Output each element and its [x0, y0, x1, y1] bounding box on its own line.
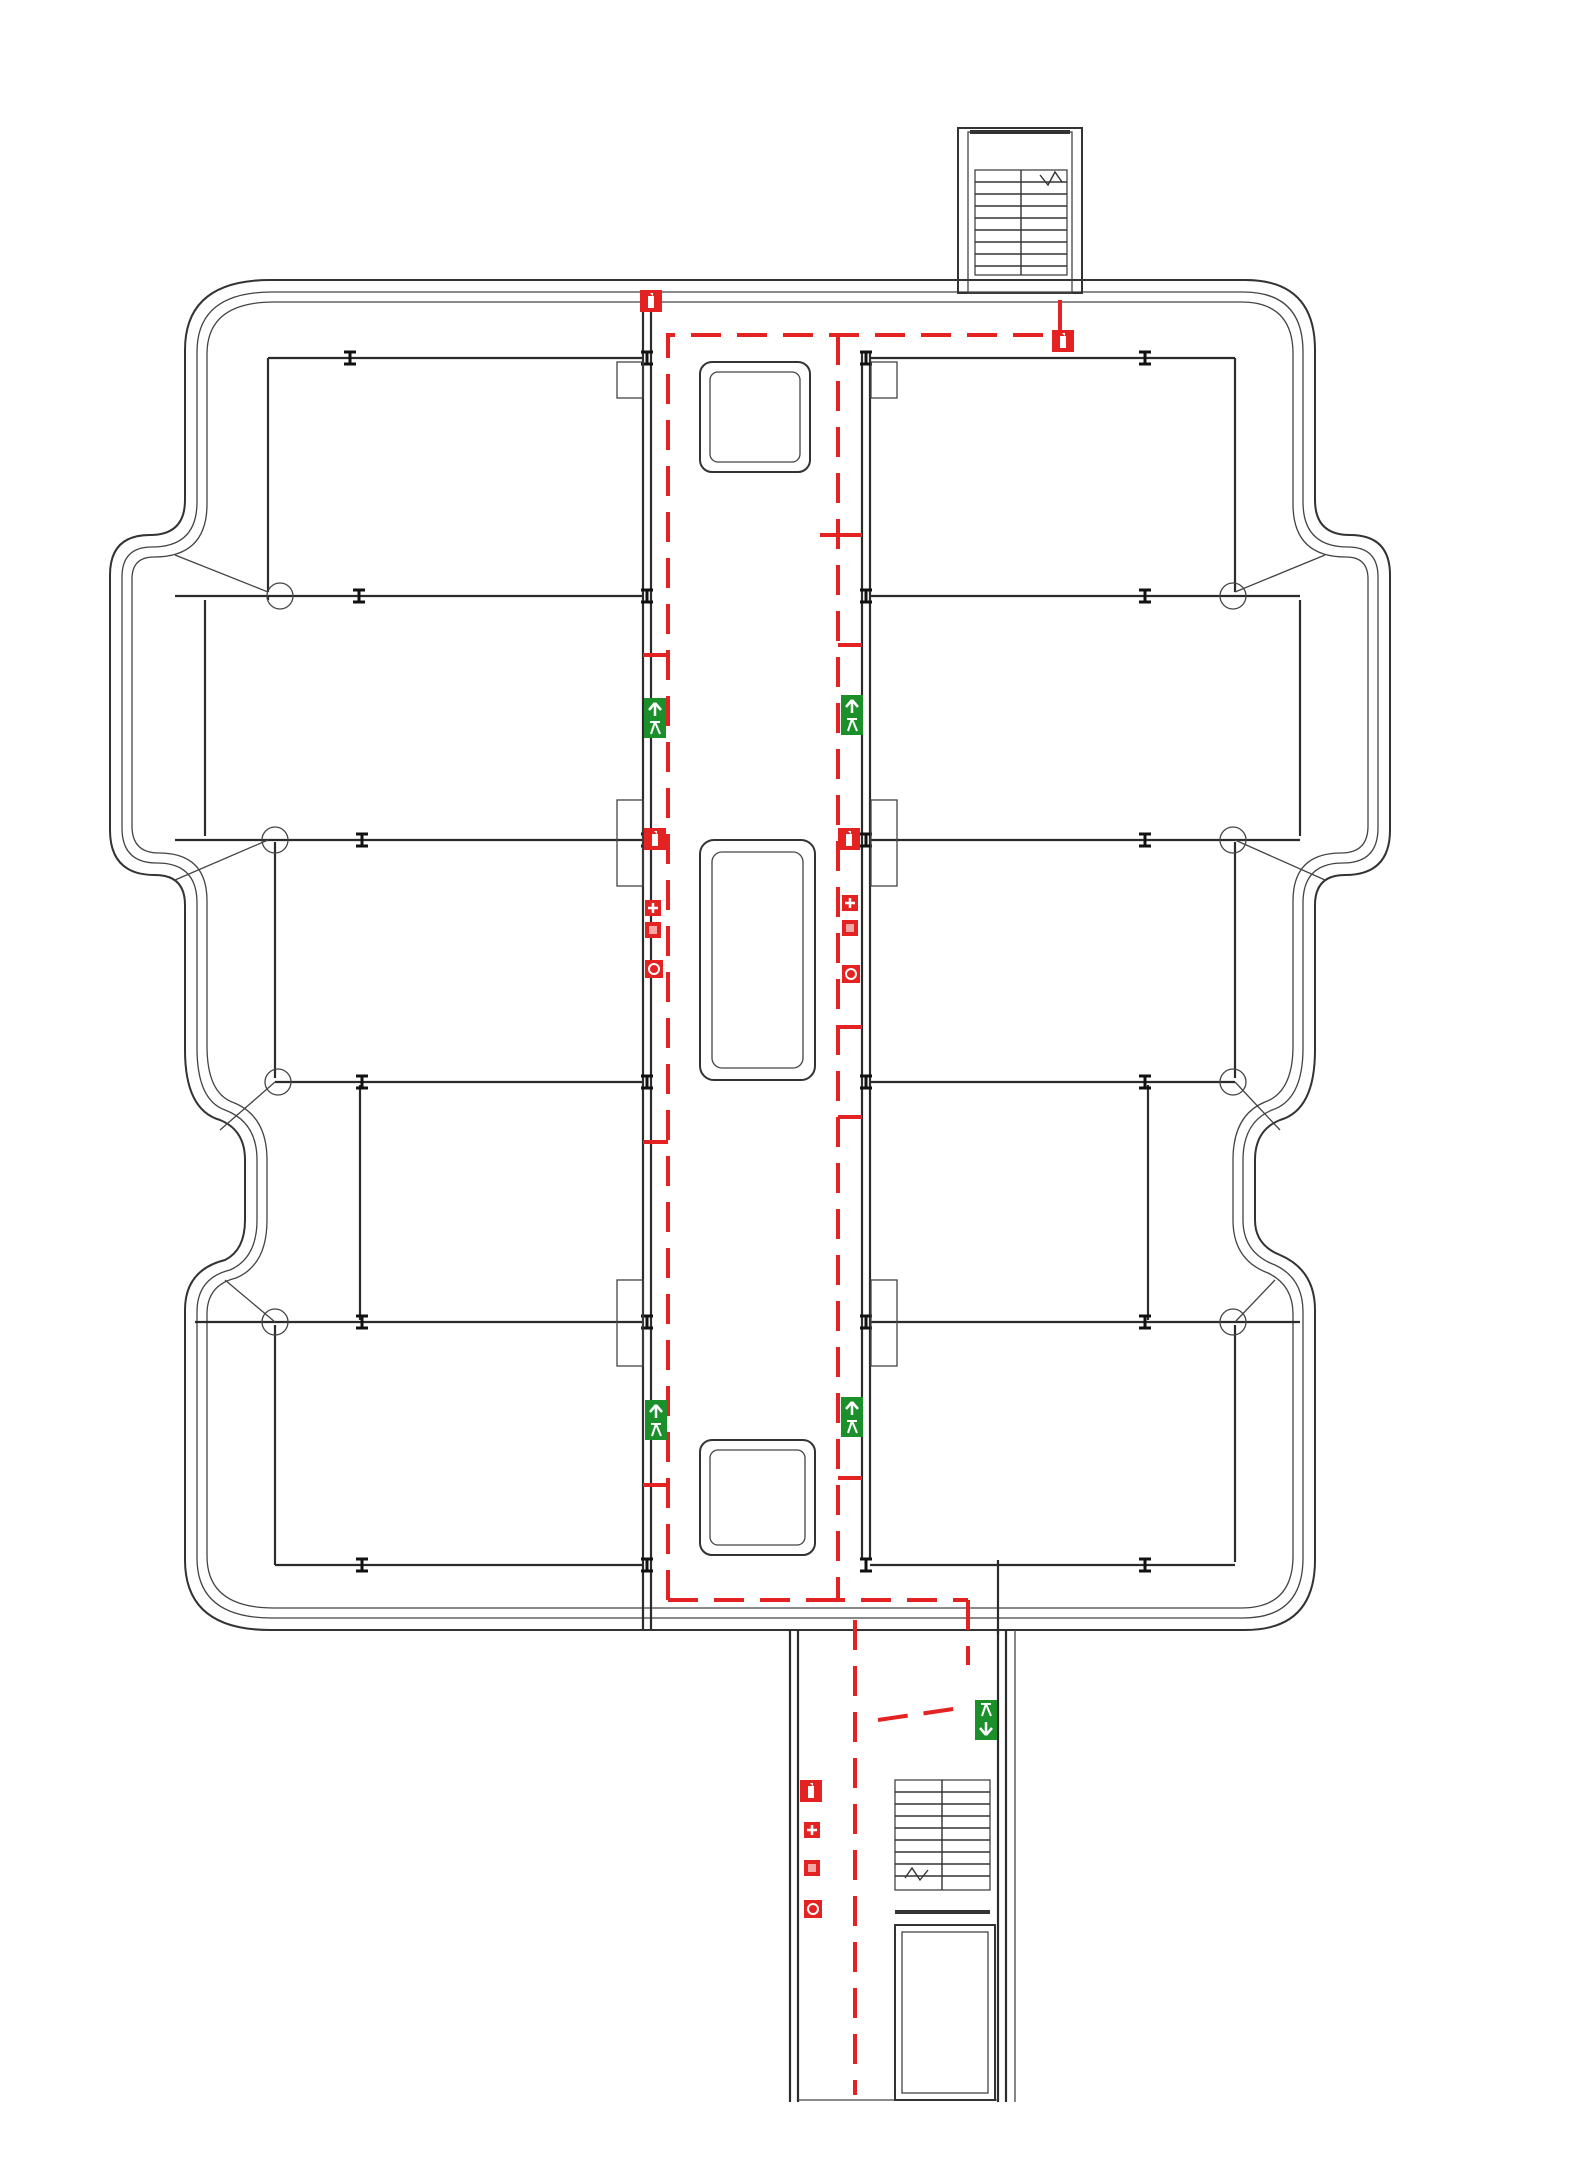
corridor-walls — [641, 292, 1000, 1635]
bottom-room — [894, 1924, 996, 2101]
evacuation-route — [643, 300, 1062, 2095]
column — [266, 582, 294, 610]
bottom-wing — [788, 1630, 1016, 2102]
column — [261, 826, 289, 854]
fire-extinguisher-icon — [800, 1780, 822, 1802]
fire-extinguisher-icon — [644, 828, 666, 850]
fire-alarm-button-icon — [645, 900, 661, 916]
fire-hose-icon — [842, 965, 860, 983]
outer-walls — [109, 279, 1391, 1631]
column — [1219, 1308, 1247, 1336]
shaft-middle — [699, 839, 816, 1081]
fire-extinguisher-icon — [1052, 330, 1074, 352]
right-office-partitions — [870, 356, 1326, 1567]
emergency-exit-signs — [644, 695, 997, 1740]
fire-safety-signs — [640, 290, 1074, 1918]
first-aid-icon — [842, 920, 858, 936]
corridor-pillars — [616, 361, 898, 1367]
shaft-top — [699, 361, 811, 473]
stair-treads-bottom — [894, 1779, 991, 1891]
shaft-bottom — [699, 1439, 816, 1556]
first-aid-icon — [804, 1860, 820, 1876]
column — [261, 1308, 289, 1336]
fire-hose-icon — [645, 960, 663, 978]
emergency-exit-arrow-icon — [841, 695, 863, 735]
column — [1219, 582, 1247, 610]
corridor-shafts — [699, 361, 816, 1556]
first-aid-icon — [645, 922, 661, 938]
column — [264, 1068, 292, 1096]
emergency-exit-arrow-icon — [644, 698, 666, 738]
column — [1219, 1068, 1247, 1096]
left-office-partitions — [174, 356, 643, 1567]
fire-hose-icon — [804, 1900, 822, 1918]
door-jamb-markers — [344, 350, 1151, 1573]
fire-alarm-button-icon — [842, 895, 858, 911]
structural-columns — [261, 582, 1247, 1336]
emergency-exit-arrow-icon — [975, 1700, 997, 1740]
emergency-exit-arrow-icon — [841, 1397, 863, 1437]
emergency-exit-arrow-icon — [645, 1400, 667, 1440]
fire-extinguisher-icon — [838, 828, 860, 850]
stair-treads-top — [974, 169, 1068, 276]
fire-extinguisher-icon — [640, 290, 662, 312]
top-stairwell — [957, 127, 1083, 294]
fire-alarm-button-icon — [804, 1822, 820, 1838]
column — [1219, 826, 1247, 854]
